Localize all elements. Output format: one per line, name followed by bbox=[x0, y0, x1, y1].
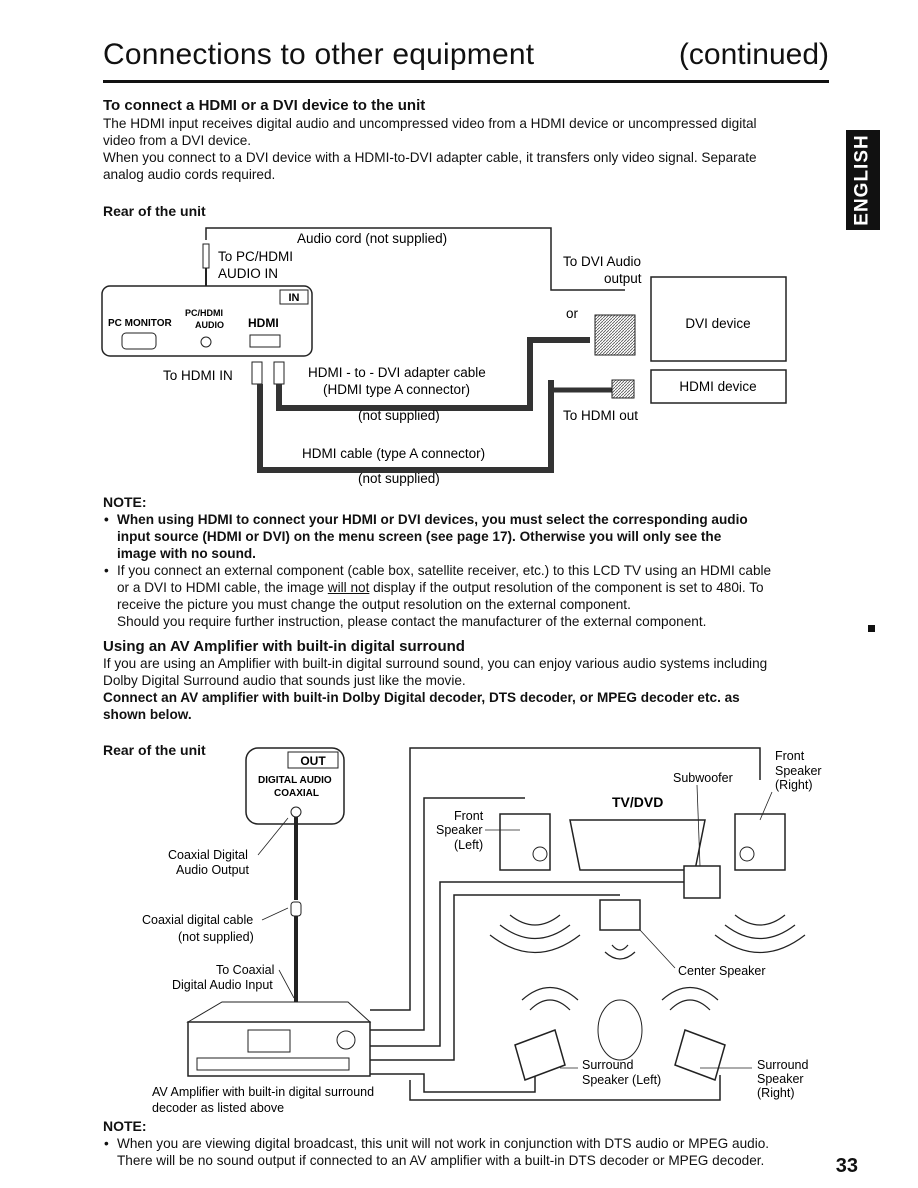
dvi-device-box bbox=[650, 276, 787, 362]
surround-right-label-2: Speaker bbox=[757, 1072, 804, 1086]
output-label: output bbox=[604, 271, 642, 286]
pc-monitor-label: PC MONITOR bbox=[108, 318, 172, 329]
page-number: 33 bbox=[835, 1155, 858, 1177]
to-coax-label-1: To Coaxial bbox=[216, 963, 274, 977]
coaxial-label: COAXIAL bbox=[274, 788, 319, 799]
hdmi-cable-label: HDMI cable (type A connector) bbox=[302, 446, 485, 461]
rear-unit-label-2: Rear of the unit bbox=[103, 742, 206, 758]
coax-cable-label-2: (not supplied) bbox=[178, 930, 254, 944]
section-hdmi-paragraph: The HDMI input receives digital audio an… bbox=[103, 116, 757, 182]
to-hdmi-in-label: To HDMI IN bbox=[163, 368, 233, 383]
audio-cord-label: Audio cord (not supplied) bbox=[297, 231, 447, 246]
hdmi-logo: HDMI bbox=[248, 316, 279, 330]
section-heading-hdmi: To connect a HDMI or a DVI device to the… bbox=[103, 97, 426, 114]
amp-label-1: AV Amplifier with built-in digital surro… bbox=[152, 1085, 374, 1099]
vga-port bbox=[121, 332, 157, 350]
coax-output-label-2: Audio Output bbox=[176, 863, 249, 877]
tv-dvd-label: TV/DVD bbox=[612, 794, 663, 810]
not-supplied-label-1: (not supplied) bbox=[358, 408, 440, 423]
audio-label: AUDIO bbox=[195, 320, 224, 330]
section-heading-av-amp: Using an AV Amplifier with built-in digi… bbox=[103, 638, 465, 655]
front-left-label-2: Speaker bbox=[436, 823, 483, 837]
adapter-connector-label: (HDMI type A connector) bbox=[323, 382, 470, 397]
front-right-label-2: Speaker bbox=[775, 764, 822, 778]
section-av-paragraph: If you are using an Amplifier with built… bbox=[103, 656, 768, 722]
to-coax-label-2: Digital Audio Input bbox=[172, 978, 273, 992]
amp-label-2: decoder as listed above bbox=[152, 1101, 284, 1115]
center-speaker-label: Center Speaker bbox=[678, 964, 766, 978]
continued-label: (continued) bbox=[678, 38, 829, 71]
hdmi-connection-diagram: IN PC MONITOR PC/HDMI AUDIO HDMI DVI dev… bbox=[101, 227, 787, 486]
subwoofer bbox=[683, 865, 721, 899]
language-tab: ENGLISH bbox=[846, 130, 880, 230]
to-dvi-audio-label: To DVI Audio bbox=[563, 254, 641, 269]
front-right-speaker bbox=[734, 813, 786, 871]
center-speaker bbox=[599, 899, 641, 931]
to-pc-hdmi-label: To PC/HDMI bbox=[218, 249, 293, 264]
tv-dvd bbox=[569, 819, 706, 871]
in-label: IN bbox=[289, 292, 300, 304]
title-rule bbox=[103, 80, 829, 83]
hdmi-device-label: HDMI device bbox=[679, 379, 756, 394]
front-right-label-1: Front bbox=[775, 749, 805, 763]
to-hdmi-out-label: To HDMI out bbox=[563, 408, 638, 423]
surround-left-label-1: Surround bbox=[582, 1058, 633, 1072]
surround-right-label-3: (Right) bbox=[757, 1086, 795, 1100]
surround-left-label-2: Speaker (Left) bbox=[582, 1073, 661, 1087]
front-left-label-1: Front bbox=[454, 809, 484, 823]
digital-audio-label: DIGITAL AUDIO bbox=[258, 775, 332, 786]
rear-unit-label-1: Rear of the unit bbox=[103, 203, 206, 219]
surround-right-speaker bbox=[674, 1029, 726, 1081]
out-label: OUT bbox=[300, 754, 326, 768]
coax-output-label-1: Coaxial Digital bbox=[168, 848, 248, 862]
surround-right-label-1: Surround bbox=[757, 1058, 808, 1072]
front-right-label-3: (Right) bbox=[775, 778, 813, 792]
or-label: or bbox=[566, 306, 579, 321]
front-left-speaker bbox=[499, 813, 551, 871]
coax-cable-label-1: Coaxial digital cable bbox=[142, 913, 253, 927]
pc-hdmi-label: PC/HDMI bbox=[185, 308, 223, 318]
note-list-1: When using HDMI to connect your HDMI or … bbox=[103, 511, 833, 630]
audio-cord bbox=[205, 227, 625, 291]
note-list-2: When you are viewing digital broadcast, … bbox=[103, 1135, 833, 1169]
listener bbox=[597, 999, 643, 1061]
front-left-label-3: (Left) bbox=[454, 838, 483, 852]
adapter-cable-label: HDMI - to - DVI adapter cable bbox=[308, 365, 486, 380]
dvi-device-label: DVI device bbox=[685, 316, 750, 331]
audio-jack bbox=[200, 336, 212, 348]
surround-left-speaker bbox=[514, 1029, 566, 1081]
audio-plug bbox=[202, 243, 210, 269]
subwoofer-label: Subwoofer bbox=[673, 771, 733, 785]
hdmi-device-box bbox=[650, 369, 787, 404]
audio-in-label: AUDIO IN bbox=[218, 266, 278, 281]
page-title: Connections to other equipment bbox=[103, 38, 535, 71]
hdmi-port bbox=[249, 334, 281, 348]
note-label-2: NOTE: bbox=[103, 1118, 147, 1134]
av-amplifier-diagram: OUT DIGITAL AUDIO COAXIAL bbox=[142, 747, 822, 1115]
continue-marker bbox=[868, 625, 875, 632]
note-label-1: NOTE: bbox=[103, 494, 147, 510]
not-supplied-label-2: (not supplied) bbox=[358, 471, 440, 486]
